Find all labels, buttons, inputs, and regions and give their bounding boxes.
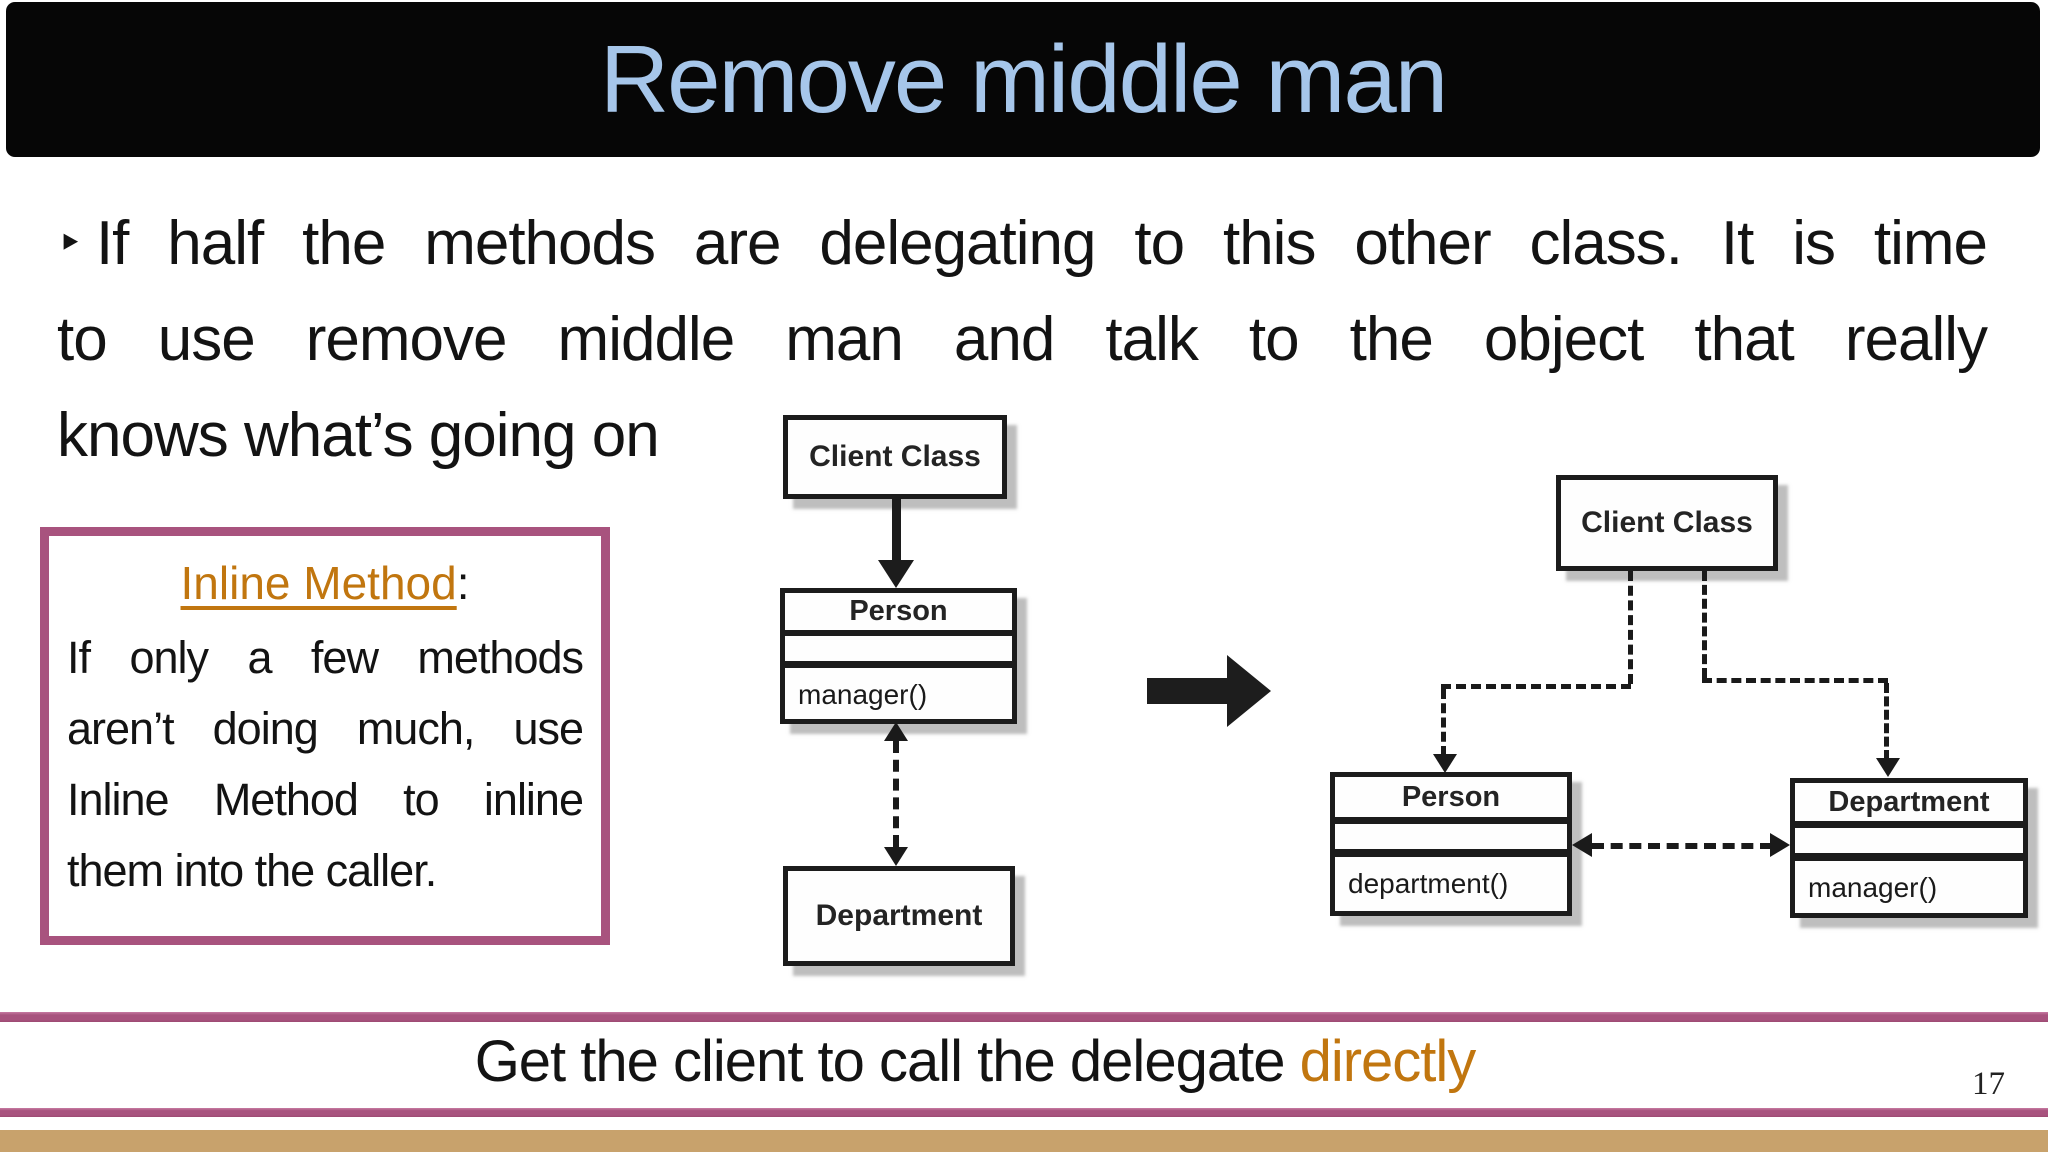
client-class-box-after: Client Class	[1556, 475, 1778, 571]
client-class-label: Client Class	[809, 440, 981, 473]
dashed-elbow-left-horizontal-icon	[1441, 684, 1631, 689]
page-title: Remove middle man	[599, 25, 1448, 133]
bullet-line-text: knows what’s going on	[57, 401, 660, 470]
person-method: department()	[1348, 868, 1509, 899]
transform-arrow-shaft	[1147, 678, 1227, 704]
person-box-after: Person department()	[1330, 772, 1572, 916]
person-attrs-section	[1335, 824, 1567, 857]
footer-caption: Get the client to call the delegate dire…	[0, 1030, 1950, 1094]
footer-caption-text: Get the client to call the delegate	[474, 1029, 1286, 1094]
dashed-horizontal-line-icon	[1592, 843, 1772, 849]
inline-method-heading-link-text: Inline Method	[180, 557, 457, 609]
solid-down-arrow-icon	[892, 499, 901, 563]
bullet-line-text: If half the methods are delegating to th…	[95, 209, 1988, 278]
dashed-right-arrowhead-icon	[1770, 833, 1790, 857]
department-title: Department	[1795, 783, 2023, 828]
dashed-elbow-right-drop-icon	[1884, 683, 1889, 760]
page-number: 17	[1972, 1066, 2005, 1102]
department-box-before: Department	[783, 866, 1015, 966]
client-class-box-before: Client Class	[783, 415, 1007, 499]
dashed-down-arrowhead-icon	[884, 847, 908, 866]
dashed-elbow-left-drop-icon	[1441, 689, 1446, 756]
transform-arrow-icon	[1147, 655, 1271, 727]
dashed-elbow-right-horizontal-icon	[1702, 678, 1888, 683]
inline-method-line: If only a few methods	[67, 632, 584, 683]
person-title: Person	[1335, 777, 1567, 824]
department-method: manager()	[1808, 872, 1938, 903]
department-attrs-section	[1795, 828, 2023, 861]
triangle-bullet-icon: ‣	[57, 219, 83, 268]
department-label: Department	[815, 899, 983, 932]
inline-method-line: aren’t doing much, use	[67, 703, 584, 754]
bullet-line: ‣If half the methods are delegating to t…	[57, 196, 1988, 292]
inline-method-heading-colon: :	[456, 557, 470, 609]
inline-method-heading: Inline Method:	[67, 552, 583, 614]
title-bar: Remove middle man	[6, 2, 2040, 157]
inline-method-line: them into the caller.	[67, 845, 437, 896]
person-attrs-section	[785, 636, 1012, 668]
dashed-elbow-left-vertical-icon	[1628, 571, 1633, 684]
footer-stripe-top	[0, 1012, 2048, 1022]
person-box-before: Person manager()	[780, 588, 1017, 724]
bullet-line: knows what’s going on	[57, 388, 1987, 484]
bullet-line-text: to use remove middle man and talk to the…	[57, 305, 1988, 374]
dashed-down-arrowhead-icon	[1433, 754, 1457, 773]
bullet-paragraph: ‣If half the methods are delegating to t…	[57, 196, 1988, 484]
footer-tan-band	[0, 1130, 2048, 1152]
dashed-left-arrowhead-icon	[1572, 833, 1592, 857]
footer-caption-highlight: directly	[1299, 1029, 1477, 1094]
solid-down-arrowhead-icon	[878, 560, 914, 588]
inline-method-line: Inline Method to inline	[67, 774, 584, 825]
bullet-line: to use remove middle man and talk to the…	[57, 292, 1988, 388]
dashed-elbow-right-vertical-icon	[1702, 571, 1707, 678]
client-class-label: Client Class	[1581, 506, 1753, 539]
dashed-vertical-line-icon	[893, 741, 899, 847]
dashed-up-arrowhead-icon	[884, 722, 908, 741]
inline-method-box: Inline Method: If only a few methods are…	[40, 527, 610, 945]
department-box-after: Department manager()	[1790, 778, 2028, 918]
dashed-down-arrowhead-icon	[1876, 758, 1900, 777]
person-title: Person	[785, 593, 1012, 636]
footer-stripe-bottom	[0, 1108, 2048, 1117]
transform-arrow-head	[1227, 655, 1271, 727]
person-method: manager()	[798, 679, 928, 710]
